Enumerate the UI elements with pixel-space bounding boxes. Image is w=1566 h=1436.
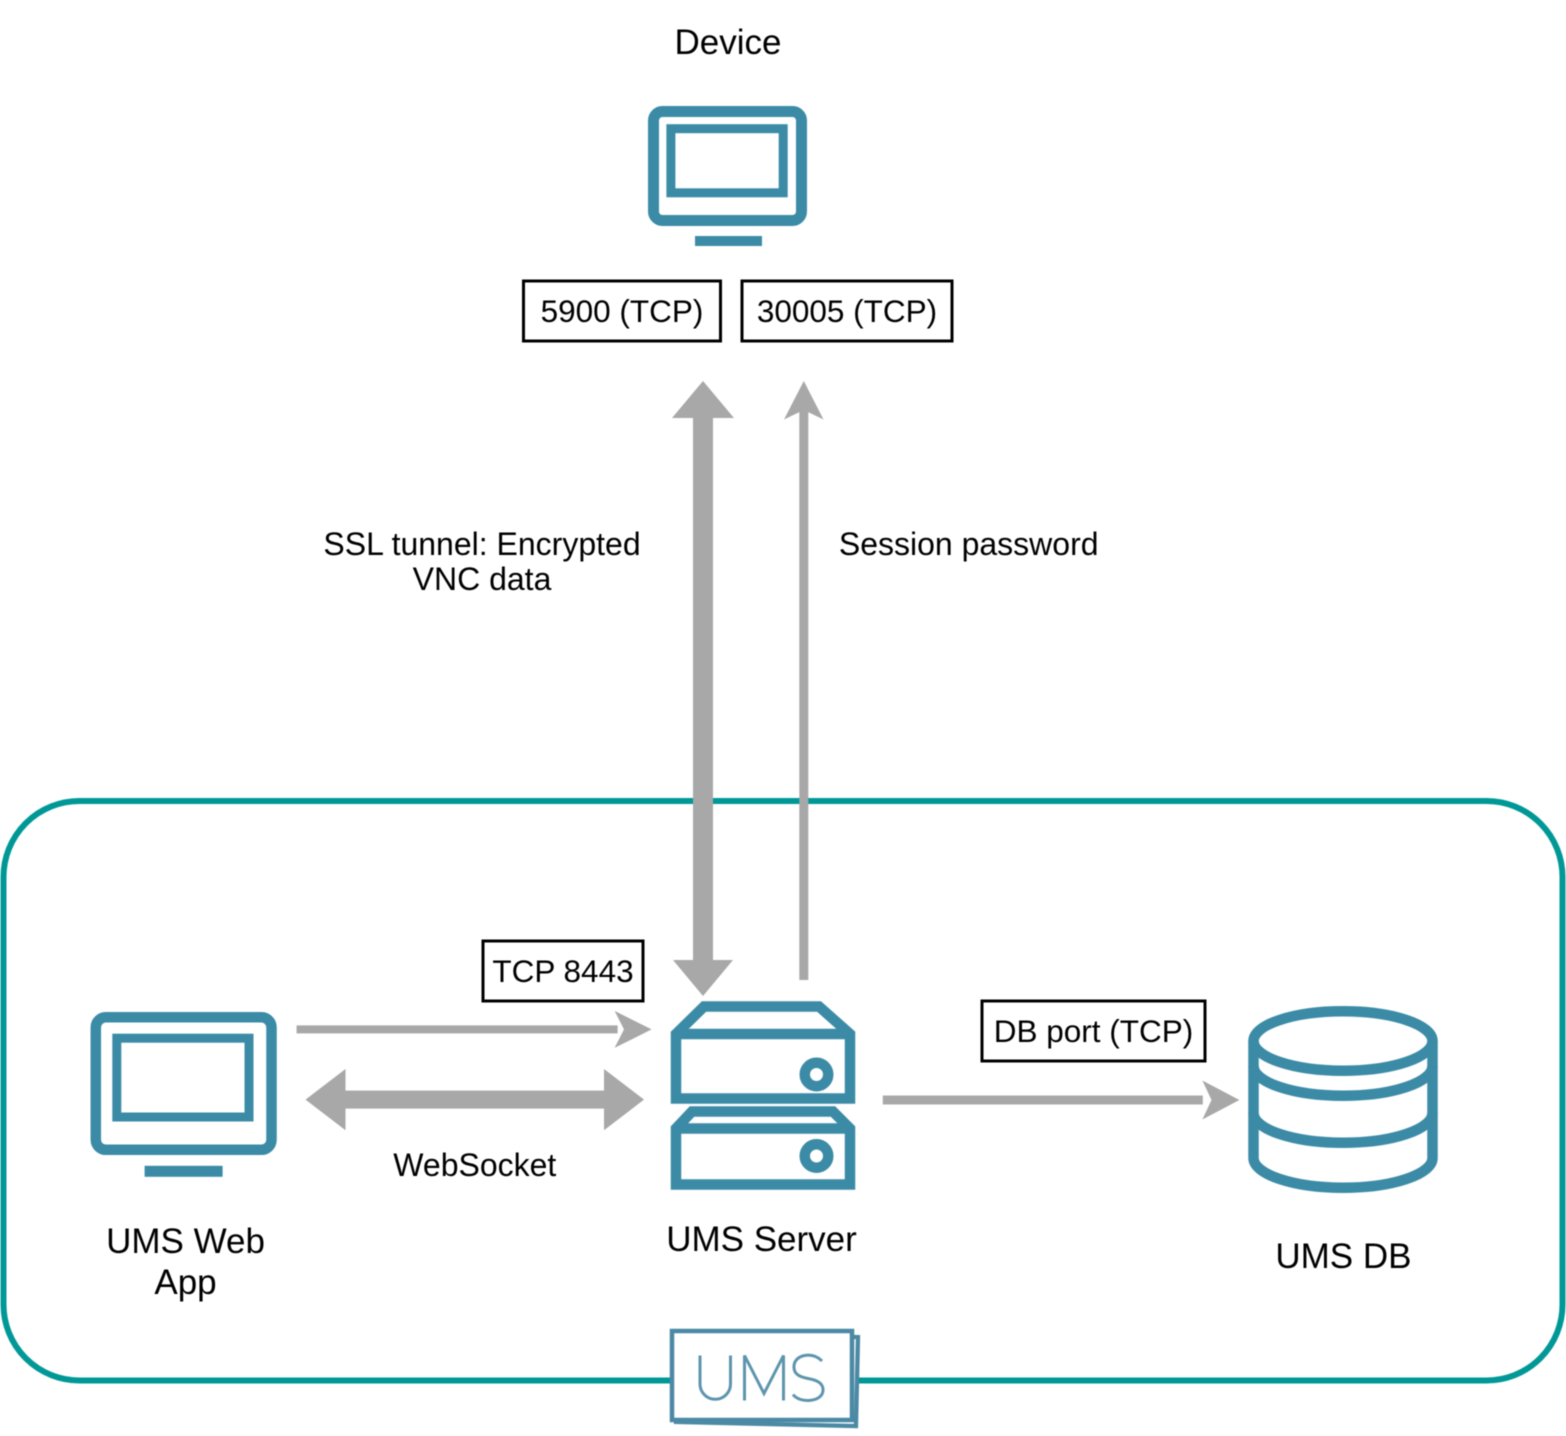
svg-text:VNC data: VNC data — [413, 561, 552, 597]
svg-text:DB port (TCP): DB port (TCP) — [994, 1013, 1194, 1049]
svg-text:Device: Device — [675, 23, 782, 62]
svg-text:UMS DB: UMS DB — [1275, 1237, 1411, 1276]
svg-text:SSL tunnel: Encrypted: SSL tunnel: Encrypted — [323, 526, 640, 562]
svg-text:Session password: Session password — [839, 526, 1099, 562]
svg-text:UMS Web: UMS Web — [106, 1222, 265, 1261]
svg-text:WebSocket: WebSocket — [393, 1147, 556, 1183]
svg-text:TCP 8443: TCP 8443 — [492, 953, 633, 989]
svg-text:App: App — [154, 1263, 216, 1302]
svg-text:UMS Server: UMS Server — [666, 1220, 857, 1259]
svg-text:30005 (TCP): 30005 (TCP) — [757, 293, 937, 329]
svg-text:5900 (TCP): 5900 (TCP) — [541, 293, 704, 329]
